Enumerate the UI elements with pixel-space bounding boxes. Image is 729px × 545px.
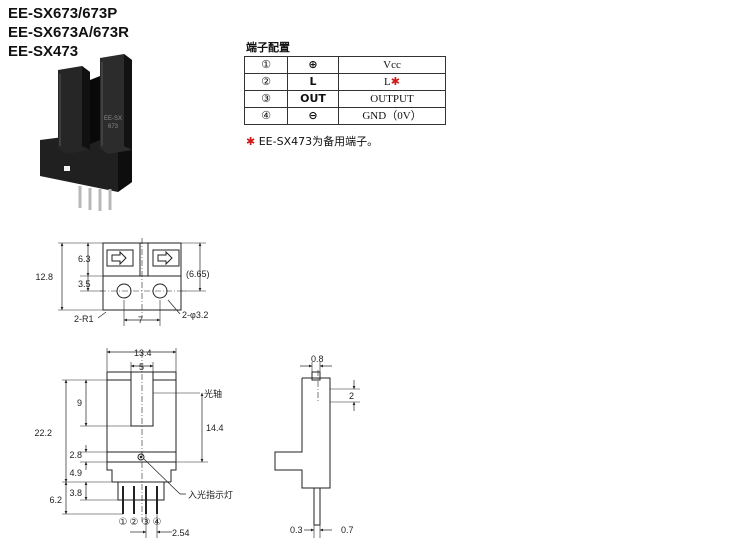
asterisk-icon: ✱ <box>246 135 256 148</box>
pin-number-label: ④ <box>153 517 162 528</box>
table-row: ② L L✱ <box>244 73 446 91</box>
dimension-label: 22.2 <box>34 428 52 438</box>
table-row: ④ ⊖ GND（0V） <box>244 107 446 125</box>
dimension-label: 3.8 <box>69 488 82 498</box>
side-view-drawing <box>274 362 360 538</box>
pin-label: Vcc <box>338 56 446 74</box>
model-name: EE-SX673A/673R <box>8 24 129 41</box>
pin-number: ④ <box>244 107 288 125</box>
pin-note: ✱ EE-SX473为备用端子。 <box>246 133 378 149</box>
top-view-drawing <box>58 238 206 326</box>
table-row: ③ OUT OUTPUT <box>244 90 446 108</box>
pin-config-title: 端子配置 <box>246 41 290 54</box>
indicator-icon <box>137 453 145 461</box>
pin-number-label: ① <box>119 517 128 528</box>
product-marking: EE-SX <box>104 116 122 122</box>
dimension-label: 5 <box>139 362 144 372</box>
product-pins <box>78 186 112 211</box>
dimension-label: 2-φ3.2 <box>182 310 208 320</box>
pin-label-text: Vcc <box>383 59 401 71</box>
dimension-label: 2.8 <box>69 450 82 460</box>
pin-number-label: ③ <box>142 517 151 528</box>
pin-label-text: L <box>384 76 391 88</box>
table-row: ① ⊕ Vcc <box>244 56 446 74</box>
pin-note-text: EE-SX473为备用端子。 <box>258 135 379 148</box>
dimension-label: (6.65) <box>186 269 210 279</box>
arrow-icon <box>157 250 173 266</box>
pin-config-table: ① ⊕ Vcc ② L L✱ ③ OUT OUTPUT ④ ⊖ GND（0V） <box>244 56 446 125</box>
front-view-drawing <box>62 348 208 538</box>
dimension-label: 0.3 <box>290 525 303 535</box>
dimension-label: 6.2 <box>49 495 62 505</box>
dimension-label: 7 <box>138 315 143 325</box>
dimension-label: 2-R1 <box>74 314 94 324</box>
dimension-label: 2.54 <box>172 528 190 538</box>
model-list: EE-SX673/673P EE-SX673A/673R EE-SX473 <box>8 4 129 61</box>
dimension-label: 2 <box>349 391 354 401</box>
dimension-label: 3.5 <box>78 279 91 289</box>
pin-label-text: GND（0V） <box>362 110 422 122</box>
arrow-icon <box>111 250 127 266</box>
dimension-label: 14.4 <box>206 423 224 433</box>
indicator-label: 入光指示灯 <box>188 489 233 501</box>
asterisk-icon: ✱ <box>390 76 400 88</box>
model-name: EE-SX473 <box>8 43 79 60</box>
dimension-label: 6.3 <box>78 254 91 264</box>
dimension-label: 0.7 <box>341 525 354 535</box>
dimension-label: 4.9 <box>69 468 82 478</box>
pin-label: GND（0V） <box>338 107 446 125</box>
dimension-label: 12.8 <box>35 272 53 282</box>
dimension-label: 0.8 <box>311 354 324 364</box>
pin-label-text: OUTPUT <box>370 93 414 105</box>
optical-axis-label: 光轴 <box>204 388 222 400</box>
product-photo: EE-SX 673 <box>40 54 132 211</box>
pin-number-label: ② <box>130 517 139 528</box>
dimension-label: 13.4 <box>134 348 152 358</box>
dimension-label: 9 <box>77 398 82 408</box>
model-name: EE-SX673/673P <box>8 5 118 22</box>
product-marking: 673 <box>108 124 119 130</box>
